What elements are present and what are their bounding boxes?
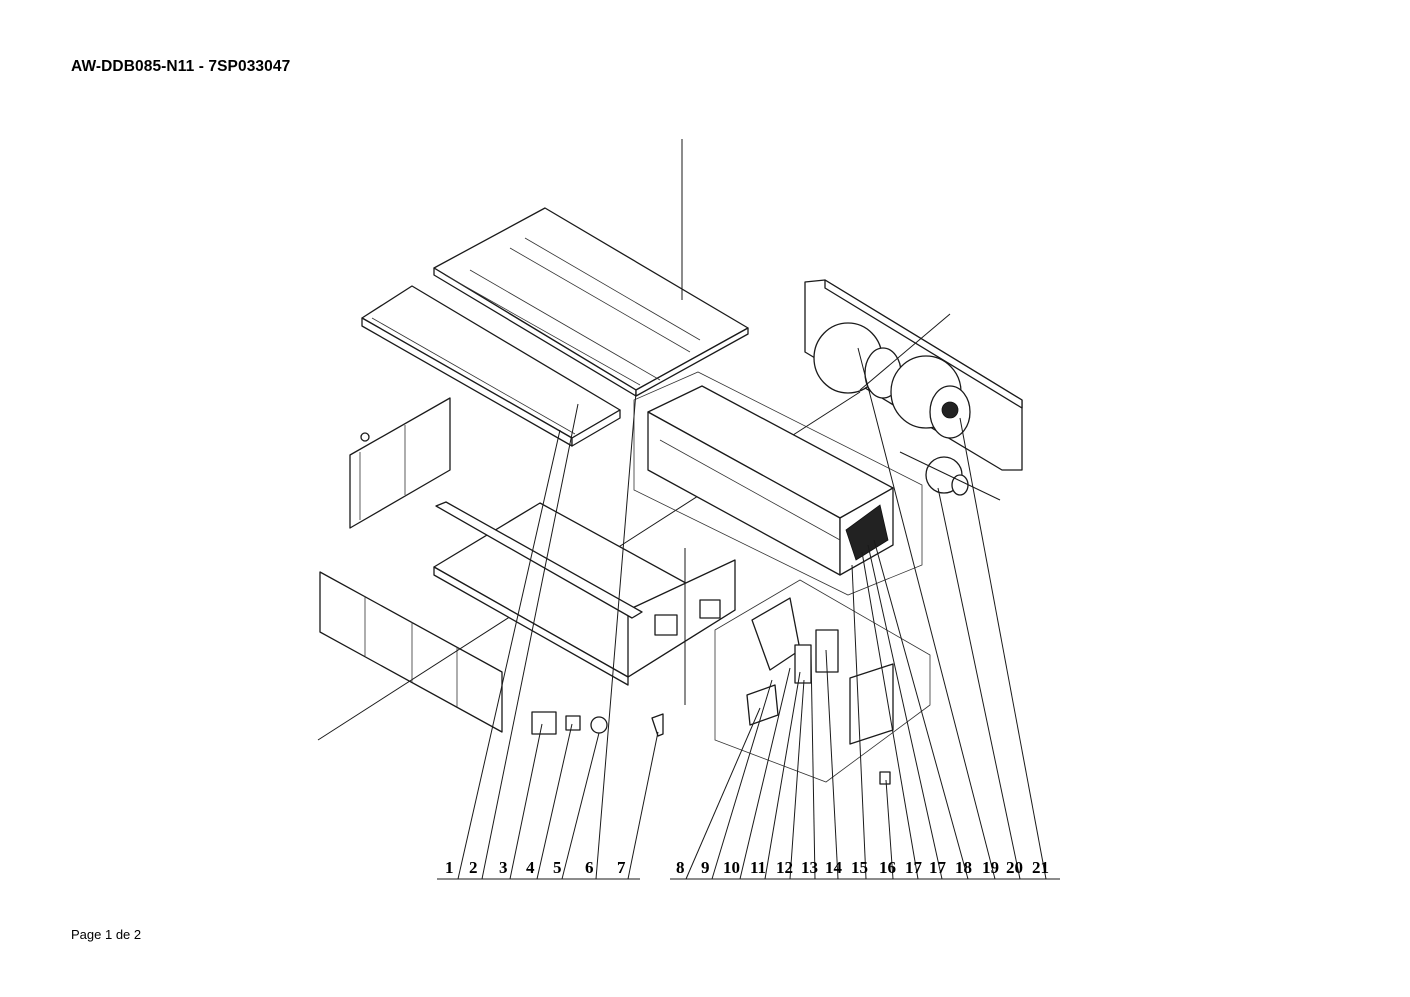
long-side-rail <box>361 285 621 447</box>
callout-14: 14 <box>825 858 843 877</box>
page-title: AW-DDB085-N11 - 7SP033047 <box>71 58 291 75</box>
electrical-control-box <box>714 579 931 785</box>
callout-13: 13 <box>801 858 818 877</box>
leader-lines <box>457 347 1047 880</box>
callout-17b: 17 <box>929 858 947 877</box>
callout-20: 20 <box>1006 858 1023 877</box>
callout-numbers: 1 2 3 4 5 6 7 8 9 10 11 12 13 14 15 16 1… <box>445 858 1049 877</box>
callout-21: 21 <box>1032 858 1049 877</box>
page-footer: Page 1 de 2 <box>71 927 142 942</box>
callout-12: 12 <box>776 858 793 877</box>
return-air-filter <box>319 571 503 733</box>
callout-6: 6 <box>585 858 594 877</box>
evaporator-coil <box>633 371 923 596</box>
callout-17a: 17 <box>905 858 923 877</box>
callout-3: 3 <box>499 858 508 877</box>
wired-controller <box>531 711 557 735</box>
remote-receiver <box>565 715 581 731</box>
callout-19: 19 <box>982 858 999 877</box>
callout-16: 16 <box>879 858 896 877</box>
callout-9: 9 <box>701 858 710 877</box>
callout-18: 18 <box>955 858 972 877</box>
blower-leader-line <box>859 313 951 391</box>
callout-15: 15 <box>851 858 868 877</box>
sensor-fitting <box>590 716 608 734</box>
callout-1: 1 <box>445 858 454 877</box>
callout-5: 5 <box>553 858 562 877</box>
callout-8: 8 <box>676 858 685 877</box>
left-end-panel <box>349 397 451 529</box>
fan-motor <box>899 451 1001 501</box>
callout-11: 11 <box>750 858 766 877</box>
callout-7: 7 <box>617 858 626 877</box>
blower-assembly <box>804 279 1023 471</box>
callout-10: 10 <box>723 858 740 877</box>
callout-4: 4 <box>526 858 535 877</box>
bottom-chassis <box>433 501 736 705</box>
accessories <box>531 711 664 737</box>
callout-2: 2 <box>469 858 478 877</box>
mounting-bracket <box>651 713 664 737</box>
